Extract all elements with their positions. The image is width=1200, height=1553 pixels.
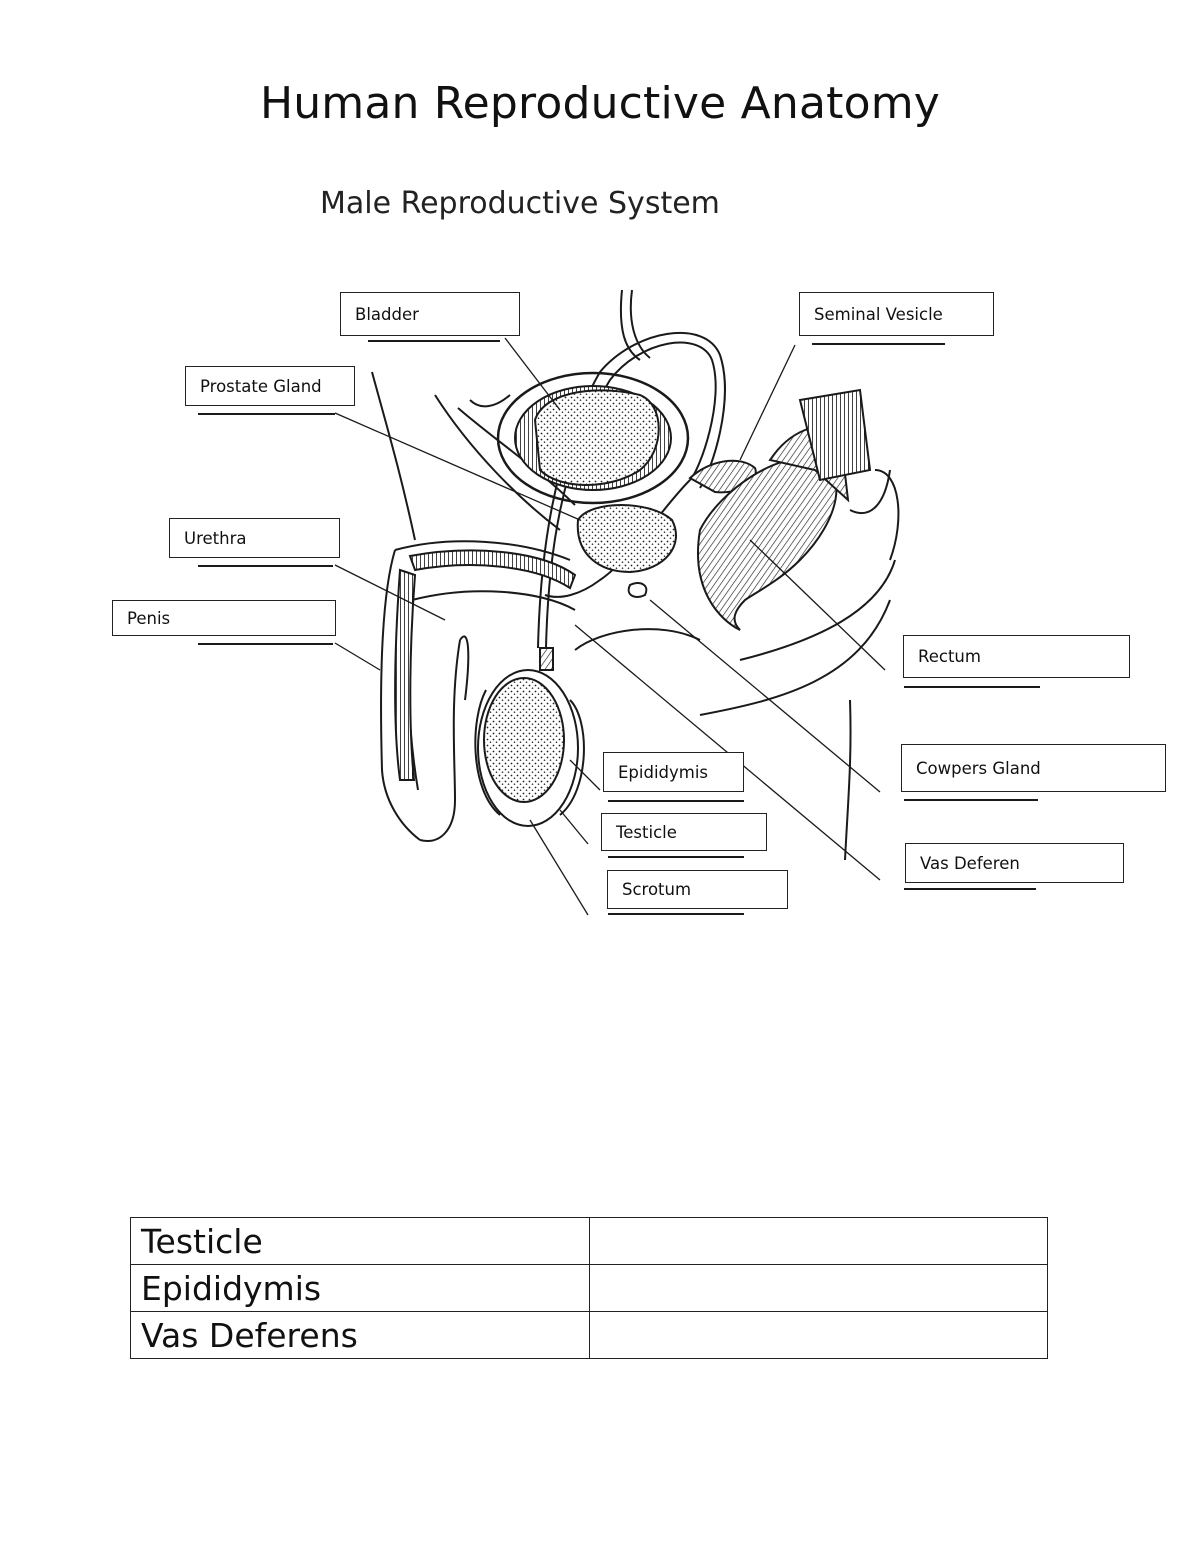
label-urethra: Urethra [169, 518, 340, 558]
label-scrotum: Scrotum [607, 870, 788, 909]
term-cell: Vas Deferens [130, 1311, 590, 1359]
answer-cell[interactable] [588, 1311, 1048, 1359]
anatomy-drawing [371, 289, 900, 861]
penis-leader [334, 642, 381, 671]
label-epididymis: Epididymis [603, 752, 744, 792]
testicle-leader [559, 809, 589, 845]
label-testicle: Testicle [601, 813, 767, 851]
answer-cell[interactable] [588, 1264, 1048, 1312]
seminal-vesicle-leader [739, 344, 796, 461]
label-seminal-vesicle: Seminal Vesicle [799, 292, 994, 336]
label-prostate-gland: Prostate Gland [185, 366, 355, 406]
label-rectum: Rectum [903, 635, 1130, 678]
cowpers-leader [649, 599, 881, 793]
term-cell: Epididymis [130, 1264, 590, 1312]
table-row: Vas Deferens [130, 1311, 1048, 1359]
answer-underlines [198, 340, 1040, 915]
table-row: Epididymis [130, 1264, 1048, 1312]
epididymis-leader [569, 759, 601, 791]
prostate-leader [334, 412, 581, 521]
label-vas-deferen: Vas Deferen [905, 843, 1124, 883]
terms-table: Testicle Epididymis Vas Deferens [130, 1217, 1048, 1359]
urethra-leader [334, 564, 446, 621]
term-cell: Testicle [130, 1217, 590, 1265]
label-cowpers-gland: Cowpers Gland [901, 744, 1166, 792]
bladder-leader [504, 337, 561, 411]
label-bladder: Bladder [340, 292, 520, 336]
table-row: Testicle [130, 1217, 1048, 1265]
diagram-subtitle: Male Reproductive System [320, 186, 720, 221]
label-penis: Penis [112, 600, 336, 636]
scrotum-leader [529, 819, 589, 916]
rectum-leader [749, 539, 886, 671]
page-title: Human Reproductive Anatomy [259, 78, 941, 129]
answer-cell[interactable] [588, 1217, 1048, 1265]
